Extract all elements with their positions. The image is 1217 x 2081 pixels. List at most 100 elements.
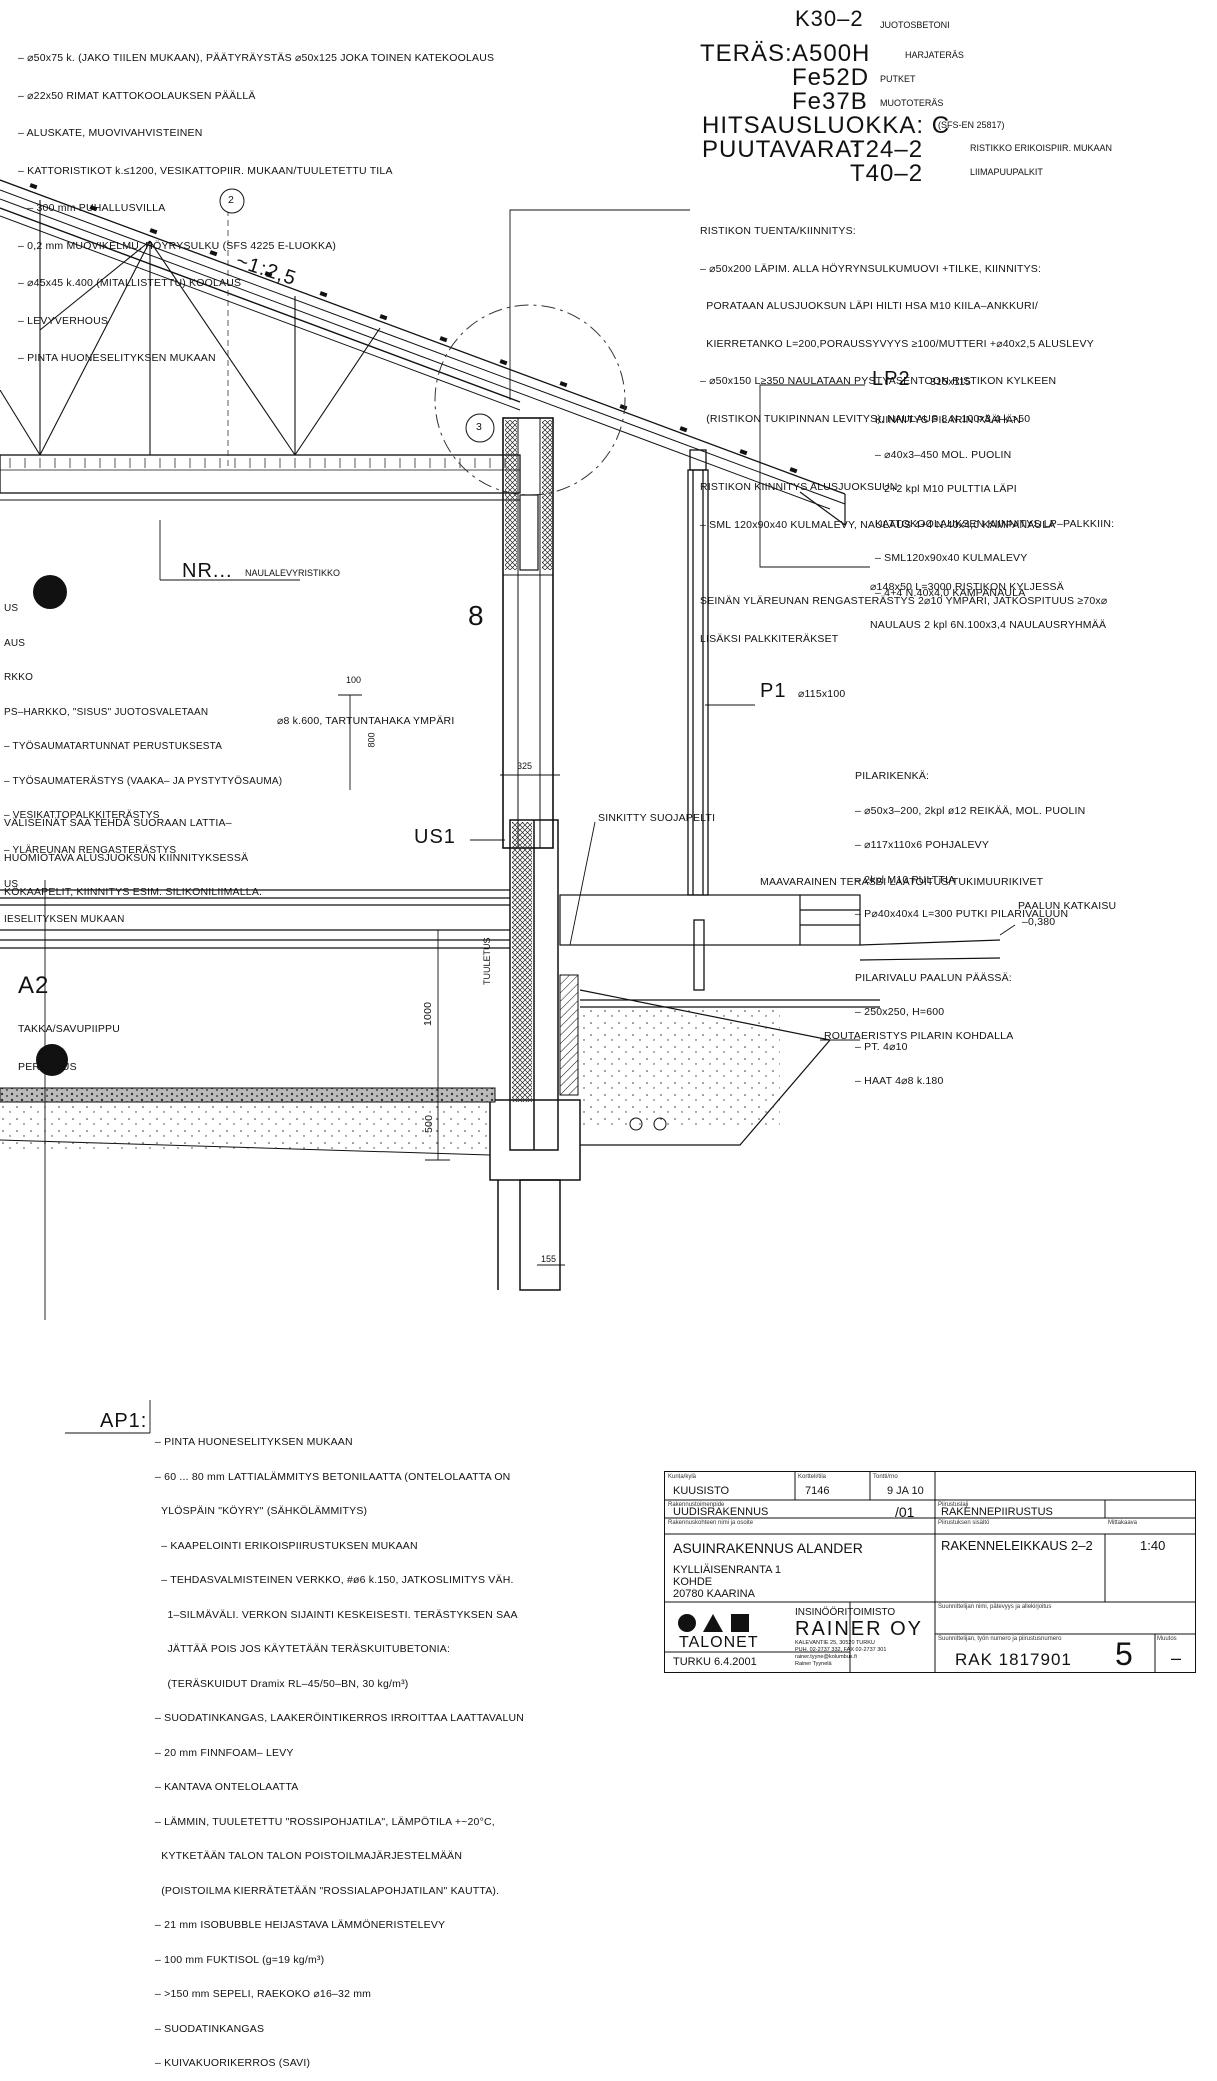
note-line: KIERRETANKO L=200,PORAUSSYVYYS ≥100/MUTT…	[700, 337, 1094, 350]
steel-grade-1: A500H	[792, 40, 871, 67]
timber-note-2: LIIMAPUUPALKIT	[970, 167, 1043, 177]
timber-grade-1: T24–2	[850, 136, 924, 163]
talonet-logo-icon	[678, 1614, 749, 1632]
note-line: – 60 ... 80 mm LATTIALÄMMITYS BETONILAAT…	[155, 1470, 511, 1483]
tb-project-type: UUDISRAKENNUS	[673, 1506, 769, 1518]
timber-label: PUUTAVARA:	[702, 136, 861, 163]
note-line: HUOMIOTAVA ALUSJUOKSUN KIINNITYKSESSÄ	[4, 851, 249, 864]
black-dot-2	[36, 1044, 68, 1076]
note-line: – KANTAVA ONTELOLAATTA	[155, 1781, 299, 1793]
note-line: KÖKAAPELIT, KIINNITYS ESIM. SILIKONILIIM…	[4, 886, 263, 898]
pile-cut-label: PAALUN KATKAISU	[1018, 900, 1117, 912]
partition-notes: VÄLISEINÄT SAA TEHDÄ SUORAAN LATTIA– HUO…	[4, 795, 262, 910]
steel-grade-3: Fe37B	[792, 88, 868, 115]
note-line: – ⌀117x110x6 POHJALEVY	[855, 839, 990, 851]
note-line: – KUIVAKUORIKERROS (SAVI)	[155, 2057, 311, 2069]
tb-office-line: KALEVANTIE 25, 30520 TURKU	[795, 1640, 875, 1646]
tb-label: Kortteli/tila	[798, 1474, 827, 1480]
k30-grade: K30–2	[795, 6, 864, 31]
note-line	[855, 944, 1085, 950]
dim-500: 500	[423, 1114, 435, 1133]
tb-label: Rakennustoimenpide	[668, 1502, 725, 1508]
lp2-size: 315x115	[930, 376, 971, 388]
tb-label: Piirustuksen sisältö	[938, 1520, 990, 1526]
tb-address-line: KYLLIÄISENRANTA 1	[673, 1564, 782, 1576]
dim-155: 155	[541, 1254, 557, 1264]
nr-note: NAULALEVYRISTIKKO	[245, 568, 341, 578]
note-line: PILARIVALU PAALUN PÄÄSSÄ:	[855, 971, 1012, 984]
note-line: – ⌀50x150 L≥350 NAULATAAN PYSTYASENTOON …	[700, 375, 1057, 387]
note-line: – TEHDASVALMISTEINEN VERKKO, #ø6 k.150, …	[155, 1574, 514, 1586]
note-line: – 250x250, H=600	[855, 1006, 945, 1018]
note-line: – KAAPELOINTI ERIKOISPIIRUSTUKSEN MUKAAN	[155, 1539, 418, 1552]
timber-note-1: RISTIKKO ERIKOISPIIR. MUKAAN	[970, 143, 1113, 153]
note-line: YLÖSPÄIN "KÖYRY" (SÄHKÖLÄMMITYS)	[155, 1505, 368, 1517]
roof-battens	[29, 183, 798, 474]
black-dot-1	[33, 575, 67, 609]
roof-build-up-notes: – ⌀50x75 k. (JAKO TIILEN MUKAAN), PÄÄTYR…	[18, 27, 494, 377]
note-line: – P⌀40x40x4 L=300 PUTKI PILARIVALUUN	[855, 908, 1069, 920]
note-line: – SML 120x90x40 KULMALEVY, NAULAUS 4+4 N…	[700, 518, 1056, 531]
tb-office-name: RAINER OY	[795, 1618, 924, 1640]
note-line: KYTKETÄÄN TALON TALON POISTOILMAJÄRJESTE…	[155, 1850, 463, 1862]
ap1-title: AP1:	[100, 1410, 148, 1432]
foundation-wall	[489, 819, 581, 1291]
note-line: RISTIKON KIINNITYS ALUSJUOKSUUN:	[700, 481, 901, 493]
note-line: – TYÖSAUMATARTUNNAT PERUSTUKSESTA	[4, 741, 223, 752]
note-line: VÄLISEINÄT SAA TEHDÄ SUORAAN LATTIA–	[4, 817, 232, 829]
note-line: US	[4, 879, 19, 890]
tb-label: Tontti/rno	[873, 1474, 898, 1480]
note-line: (TERÄSKUIDUT Dramix RL–45/50–BN, 30 kg/m…	[155, 1677, 409, 1690]
tie-callout: ⌀148x50 L=3000 RISTIKON KYLJESSÄ NAULAUS…	[870, 556, 1106, 644]
steel-note-2: PUTKET	[880, 74, 916, 84]
note-line: KATTOKOOLAUKSEN KIINNITYS LP–PALKKIIN:	[875, 517, 1115, 530]
marker-2: 2	[228, 194, 235, 206]
note-line: AUS	[4, 637, 26, 649]
tb-drawing-title: RAKENNELEIKKAUS 2–2	[941, 1538, 1093, 1553]
weld-class: HITSAUSLUOKKA: C	[702, 112, 951, 139]
tb-label: Suunnittelijan, työn numero ja piirustus…	[938, 1636, 1062, 1642]
note-line: – PT. 4⌀10	[855, 1040, 908, 1053]
tb-label: Suunnittelijan nimi, pätevyys ja allekir…	[938, 1604, 1052, 1610]
note-line: – SUODATINKANGAS	[155, 2022, 265, 2035]
note-line: – 4+4 N.40x4,0 KAMPANAULA	[875, 586, 1026, 599]
note-line: PERUSTUS	[18, 1060, 77, 1073]
tb-address-line: 20780 KAARINA	[673, 1588, 755, 1600]
tb-address: KYLLIÄISENRANTA 1 KOHDE 20780 KAARINA	[673, 1564, 781, 1600]
tb-project-name: ASUINRAKENNUS ALANDER	[673, 1540, 863, 1556]
note-line: – ⌀40x3–450 MOL. PUOLIN	[875, 448, 1012, 461]
steel-note-3: MUOTOTERÄS	[880, 98, 944, 108]
note-line: – HAAT 4⌀8 k.180	[855, 1075, 944, 1087]
title-block: Kunta/kylä Kortteli/tila Tontti/rno KUUS…	[664, 1471, 1196, 1673]
tb-sheet-no: /01	[895, 1504, 915, 1520]
wall	[502, 417, 554, 849]
k30-note: JUOTOSBETONI	[880, 20, 950, 30]
tb-office-address: KALEVANTIE 25, 30520 TURKU PUH. 02-2737 …	[795, 1640, 886, 1668]
note-line: – SUODATINKANGAS, LAAKERÖINTIKERROS IRRO…	[155, 1712, 525, 1724]
section-number: 8	[468, 600, 484, 631]
tb-logo-text: TALONET	[679, 1634, 759, 1651]
note-line: – 2kpl M10 PULTTIA	[855, 873, 956, 886]
note-line: – LEVYVERHOUS	[18, 314, 109, 327]
note-line: 1–SILMÄVÄLI. VERKON SIJAINTI KESKEISESTI…	[155, 1608, 518, 1621]
marker-2-circle	[219, 188, 245, 214]
note-line: – ⌀22x50 RIMAT KATTOKOOLAUKSEN PÄÄLLÄ	[18, 89, 256, 102]
terrace	[559, 894, 1001, 1146]
note-line: RKKO	[4, 672, 34, 683]
lp2-notes: KIINNITYS PILARIN PÄÄHÄN – ⌀40x3–450 MOL…	[875, 392, 1114, 611]
ceiling-joist-hatch	[9, 458, 506, 468]
note-line: LISÄKSI PALKKITERÄKSET	[700, 632, 839, 645]
note-line: PS–HARKKO, "SISUS" JUOTOSVALETAAN	[4, 706, 209, 718]
tb-drawing-code: RAK 1817901	[955, 1650, 1072, 1669]
title-block-grid	[665, 1472, 1195, 1672]
pillar-shoe-notes: PILARIKENKÄ: – ⌀50x3–200, 2kpl ø12 REIKÄ…	[855, 748, 1085, 1099]
note-line: TAKKA/SAVUPIIPPU	[18, 1023, 121, 1035]
truss-web	[0, 200, 381, 456]
note-line: – SML120x90x40 KULMALEVY	[875, 552, 1028, 564]
tb-block: 7146	[805, 1485, 830, 1497]
note-line: – YLÄREUNAN RENGASTERÄSTYS	[4, 844, 177, 856]
p1-size: ⌀115x100	[798, 688, 846, 700]
note-line: (RISTIKON TUKIPINNAN LEVITYS), NAULAUS 8…	[700, 412, 1031, 425]
note-line: – ⌀50x3–200, 2kpl ø12 REIKÄÄ, MOL. PUOLI…	[855, 804, 1086, 817]
note-line: RISTIKON TUENTA/KIINNITYS:	[700, 225, 856, 237]
